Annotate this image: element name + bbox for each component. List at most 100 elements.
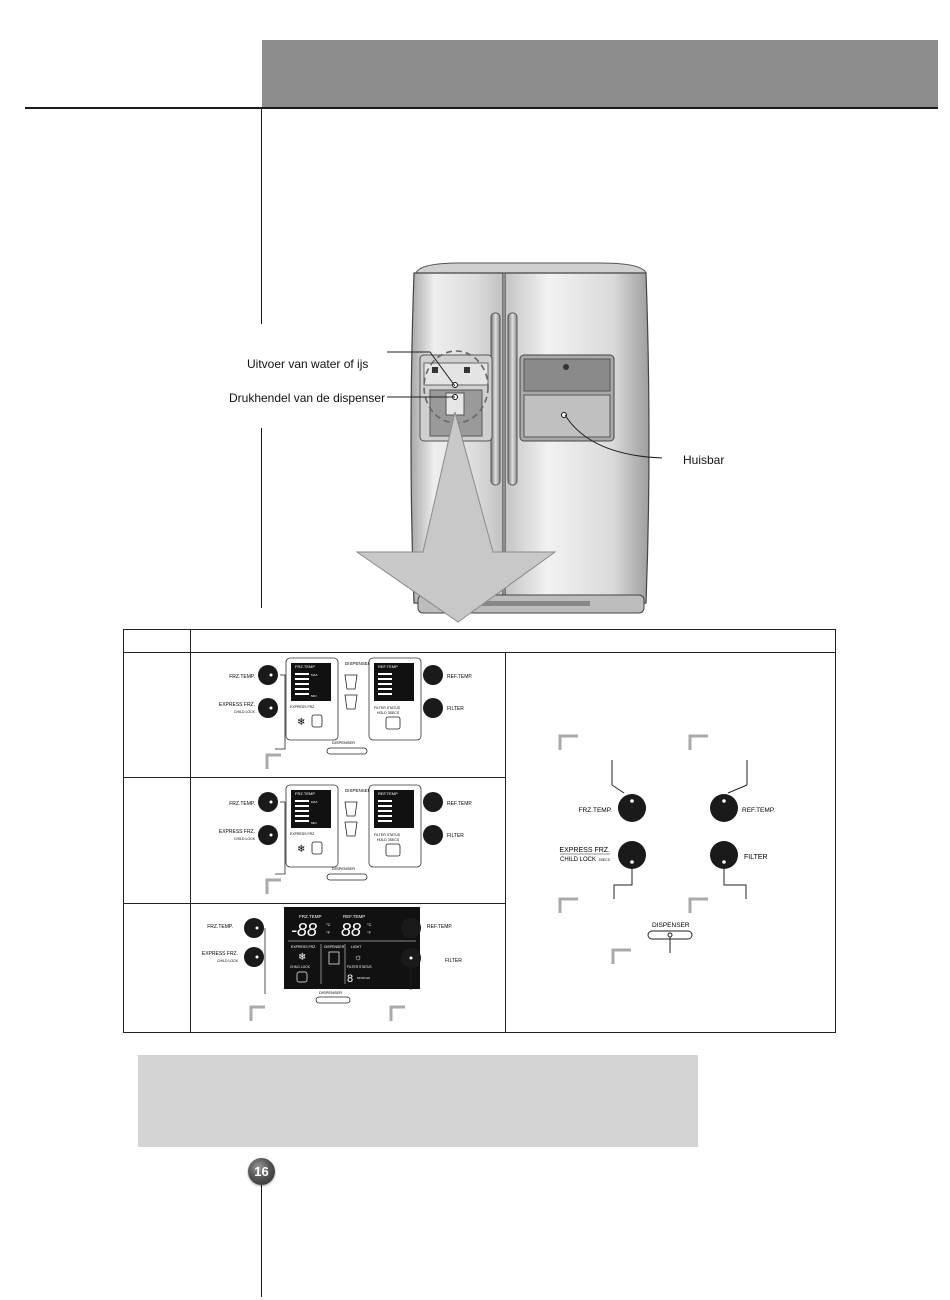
dispenser-button[interactable]	[326, 747, 368, 755]
header-rule	[25, 107, 938, 109]
button-detail-enlarged: FRZ.TEMP. REF.TEMP. EXPRESS FRZ. CHILD L…	[558, 734, 775, 964]
express-frz-small-label: EXPRESS FRZ	[290, 705, 315, 709]
display-ref-label: REF.TEMP	[378, 664, 398, 669]
max-label-1: MAX	[311, 673, 318, 677]
zoom-arrow	[355, 411, 557, 623]
control-panel-variant-1: FRZ.TEMP. EXPRESS FRZ. CHILD LOCK FRZ.TE…	[219, 657, 472, 769]
dispenser-button[interactable]	[315, 996, 351, 1004]
control-panel-variant-2: FRZ.TEMP. EXPRESS FRZ. CHILD LOCK FRZ.TE…	[219, 784, 472, 894]
frz-temp-label-large: FRZ.TEMP.	[579, 807, 613, 814]
ref-temp-button[interactable]	[423, 792, 443, 812]
snowflake-icon: ❄	[298, 952, 306, 963]
filter-status-label: FILTER STATUS	[347, 965, 372, 969]
frz-temp-label: FRZ.TEMP.	[229, 674, 255, 680]
express-frz-button[interactable]	[258, 825, 278, 845]
snowflake-icon: ❄	[297, 844, 305, 855]
margin-line-top	[261, 109, 262, 324]
ice-cup-icon	[344, 801, 358, 817]
number-marker	[688, 734, 708, 750]
child-lock-label: CHILD LOCK	[234, 837, 256, 841]
express-frz-label: EXPRESS FRZ.	[202, 951, 238, 957]
ref-temp-label: REF.TEMP.	[447, 801, 472, 807]
frz-temp-label: FRZ.TEMP.	[207, 924, 233, 930]
child-lock-secs-label: 3SECS	[599, 858, 611, 862]
display-ref-label: REF.TEMP	[343, 914, 365, 919]
callout-leader-lines	[387, 351, 663, 459]
water-cup-icon	[344, 694, 358, 710]
filter-digit: 8	[347, 973, 353, 985]
ref-temp-label-large: REF.TEMP.	[742, 807, 775, 814]
frz-digits: -88	[291, 920, 317, 940]
ref-temp-label: REF.TEMP.	[447, 674, 472, 680]
filter-button[interactable]	[423, 825, 443, 845]
dispenser-lcd-label: DISPENSER	[324, 945, 345, 949]
callout-home-bar: Huisbar	[683, 453, 725, 467]
dispenser-bottom-label: DISPENSER	[319, 990, 342, 995]
child-lock-label-large: CHILD LOCK	[560, 857, 596, 863]
ref-deg-f: °F	[367, 930, 372, 935]
ref-temp-button[interactable]	[423, 665, 443, 685]
dispenser-label-large: DISPENSER	[652, 922, 690, 929]
table-divider-col	[190, 629, 191, 1033]
table-row-line-2	[123, 903, 505, 904]
frz-temp-button[interactable]	[244, 918, 264, 938]
hold-3secs-label: HOLD 3SECS	[377, 711, 400, 715]
callout-dispenser-lever: Drukhendel van de dispenser	[229, 391, 386, 405]
ref-digits: 88	[341, 920, 361, 940]
number-marker	[558, 734, 578, 750]
dispenser-bottom-label: DISPENSER	[332, 740, 355, 745]
control-panel-variant-3: FRZ.TEMP. EXPRESS FRZ. CHILD LOCK FRZ.TE…	[202, 907, 462, 1021]
express-frz-label-large: EXPRESS FRZ.	[559, 847, 610, 854]
display-frz-label: FRZ.TEMP	[299, 914, 322, 919]
ref-temp-label: REF.TEMP.	[427, 924, 452, 930]
margin-line-middle	[261, 428, 262, 608]
filter-status-label: FILTER STATUS	[374, 706, 401, 710]
frz-deg-f: °F	[326, 930, 331, 935]
child-lock-label: CHILD LOCK	[217, 959, 239, 963]
filter-button[interactable]	[423, 698, 443, 718]
dispenser-top-label: DISPENSER	[345, 788, 372, 793]
number-marker	[249, 1005, 265, 1021]
express-frz-button[interactable]	[244, 947, 264, 967]
express-frz-small-label: EXPRESS FRZ	[290, 832, 315, 836]
dispenser-top-label: DISPENSER	[345, 661, 372, 666]
filter-icon	[385, 843, 401, 857]
express-frz-small-label: EXPRESS FRZ	[291, 945, 316, 949]
child-lock-label: CHILD LOCK	[234, 710, 256, 714]
filter-label: FILTER	[447, 833, 464, 839]
frz-temp-label: FRZ.TEMP.	[229, 801, 255, 807]
margin-line-bottom	[261, 1185, 262, 1297]
number-marker	[558, 897, 578, 913]
frz-temp-button[interactable]	[258, 792, 278, 812]
filter-button-large[interactable]	[710, 841, 738, 869]
display-frz-label: FRZ.TEMP	[295, 664, 315, 669]
ref-deg-c: °C	[367, 922, 372, 927]
table-row-line-1	[123, 777, 505, 778]
number-marker	[389, 1005, 405, 1021]
water-cup-icon	[344, 821, 358, 837]
number-marker	[611, 948, 631, 964]
filter-label: FILTER	[447, 706, 464, 712]
frz-temp-button[interactable]	[258, 665, 278, 685]
min-label-2: MIN	[311, 821, 317, 825]
filter-label: FILTER	[445, 958, 462, 964]
hold-3secs-label: HOLD 3SECS	[377, 838, 400, 842]
min-label-1: MIN	[311, 694, 317, 698]
page-number-badge: 16	[248, 1158, 275, 1185]
express-frz-button[interactable]	[258, 698, 278, 718]
cup-icon	[328, 951, 340, 965]
dispenser-button[interactable]	[326, 873, 368, 881]
frz-deg-c: °C	[326, 922, 331, 927]
number-marker	[265, 753, 281, 769]
lock-icon	[311, 841, 323, 855]
dispenser-bottom-label: DISPENSER	[332, 866, 355, 871]
frz-temp-button-large[interactable]	[618, 794, 646, 822]
control-panel-table	[123, 629, 836, 1033]
note-box	[138, 1055, 698, 1147]
express-frz-button-large[interactable]	[618, 841, 646, 869]
ref-temp-button-large[interactable]	[710, 794, 738, 822]
filter-label-large: FILTER	[744, 854, 768, 861]
ref-temp-button[interactable]	[401, 918, 421, 938]
lock-icon	[311, 714, 323, 728]
callout-water-ice-outlet: Uitvoer van water of ijs	[247, 357, 369, 371]
